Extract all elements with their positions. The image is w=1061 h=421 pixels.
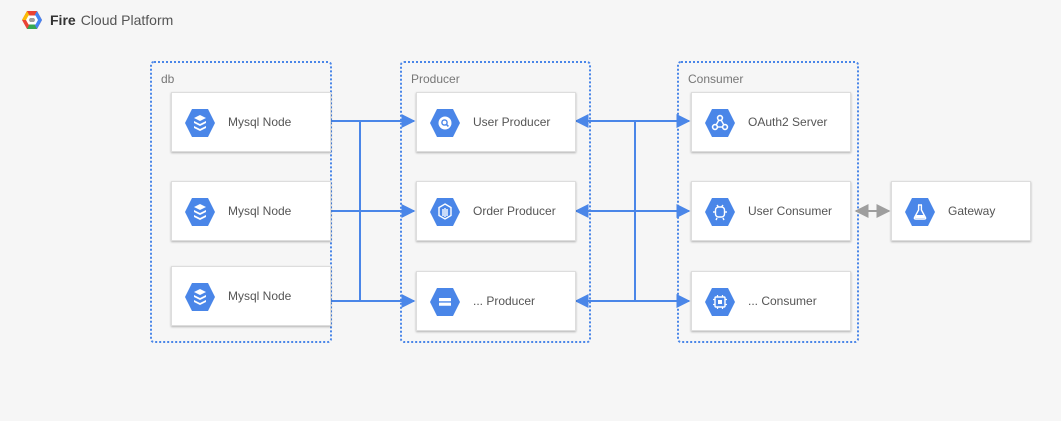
group-consumer: Consumer — [677, 61, 859, 343]
node-mysql-3[interactable]: Mysql Node — [171, 266, 331, 326]
brand-subtitle: Cloud Platform — [80, 12, 174, 28]
node-label: Mysql Node — [228, 289, 292, 303]
platform-title: Fire Cloud Platform — [22, 10, 173, 30]
chip-icon — [705, 288, 735, 316]
node-etc-consumer[interactable]: ... Consumer — [691, 271, 851, 331]
node-label: ... Consumer — [748, 294, 817, 308]
cloud-logo-icon — [22, 11, 42, 29]
search-bubble-icon — [430, 109, 460, 137]
node-mysql-2[interactable]: Mysql Node — [171, 181, 331, 241]
group-label-db: db — [161, 72, 175, 86]
node-label: Gateway — [948, 204, 996, 218]
node-label: OAuth2 Server — [748, 115, 828, 129]
node-label: Mysql Node — [228, 204, 292, 218]
node-label: User Producer — [473, 115, 551, 129]
flask-icon — [905, 198, 935, 226]
node-mysql-1[interactable]: Mysql Node — [171, 92, 331, 152]
group-label-producer: Producer — [411, 72, 460, 86]
node-oauth2-server[interactable]: OAuth2 Server — [691, 92, 851, 152]
database-icon — [185, 198, 215, 226]
cube-icon — [430, 198, 460, 226]
group-label-consumer: Consumer — [688, 72, 744, 86]
node-label: User Consumer — [748, 204, 833, 218]
node-user-consumer[interactable]: User Consumer — [691, 181, 851, 241]
database-icon — [185, 283, 215, 311]
bug-icon — [705, 198, 735, 226]
storage-icon — [430, 288, 460, 316]
group-producer: Producer — [400, 61, 591, 343]
network-nodes-icon — [705, 109, 735, 137]
node-label: ... Producer — [473, 294, 536, 308]
node-gateway[interactable]: Gateway — [891, 181, 1031, 241]
group-db: db — [150, 61, 332, 343]
database-icon — [185, 109, 215, 137]
node-label: Order Producer — [473, 204, 556, 218]
node-label: Mysql Node — [228, 115, 292, 129]
brand-name: Fire — [50, 12, 76, 28]
node-order-producer[interactable]: Order Producer — [416, 181, 576, 241]
node-user-producer[interactable]: User Producer — [416, 92, 576, 152]
node-etc-producer[interactable]: ... Producer — [416, 271, 576, 331]
